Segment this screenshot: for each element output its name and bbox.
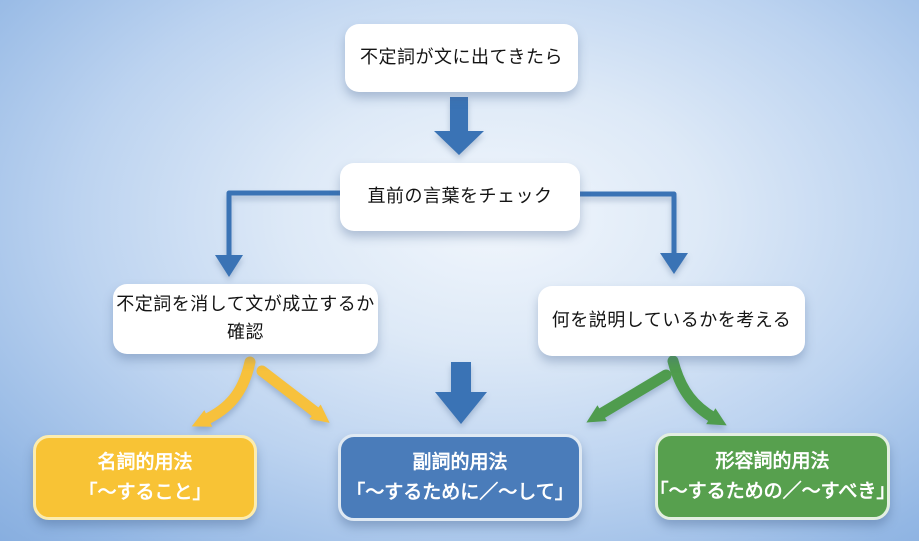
arrow-explain-to-adverb — [586, 369, 672, 423]
arrow-to-adverb — [435, 362, 487, 424]
adjective-usage-title: 形容詞的用法 — [715, 450, 830, 473]
adjective-usage-example: 「〜するための／〜すべき」 — [649, 479, 896, 502]
node-start: 不定詞が文に出てきたら — [345, 24, 578, 92]
node-noun-usage: 名詞的用法 「〜すること」 — [33, 435, 257, 520]
node-explain: 何を説明しているかを考える — [538, 286, 805, 356]
node-delete-test: 不定詞を消して文が成立するか 確認 — [113, 284, 378, 354]
connector-check-to-delete-test — [226, 190, 340, 256]
adverb-usage-example: 「〜するために／〜して」 — [346, 480, 574, 503]
connector-right-arrowhead — [660, 253, 688, 274]
node-start-label: 不定詞が文に出てきたら — [360, 47, 563, 69]
connector-left-arrowhead — [215, 255, 243, 277]
node-check: 直前の言葉をチェック — [340, 163, 580, 231]
noun-usage-example: 「〜すること」 — [78, 480, 212, 503]
node-delete-test-line2: 確認 — [227, 322, 264, 343]
noun-usage-title: 名詞的用法 — [97, 451, 193, 474]
node-adverb-usage: 副詞的用法 「〜するために／〜して」 — [338, 434, 582, 521]
connector-check-to-explain — [580, 191, 677, 254]
node-delete-test-line1: 不定詞を消して文が成立するか — [116, 294, 375, 316]
node-adjective-usage: 形容詞的用法 「〜するための／〜すべき」 — [650, 433, 895, 520]
node-explain-label: 何を説明しているかを考える — [551, 310, 792, 332]
arrow-delete-test-to-adverb — [256, 365, 330, 423]
adverb-usage-title: 副詞的用法 — [412, 451, 508, 474]
node-check-label: 直前の言葉をチェック — [367, 186, 553, 208]
arrow-start-to-check — [434, 97, 484, 155]
arrow-delete-test-to-noun — [191, 356, 256, 427]
arrow-explain-to-adjective — [667, 355, 727, 426]
